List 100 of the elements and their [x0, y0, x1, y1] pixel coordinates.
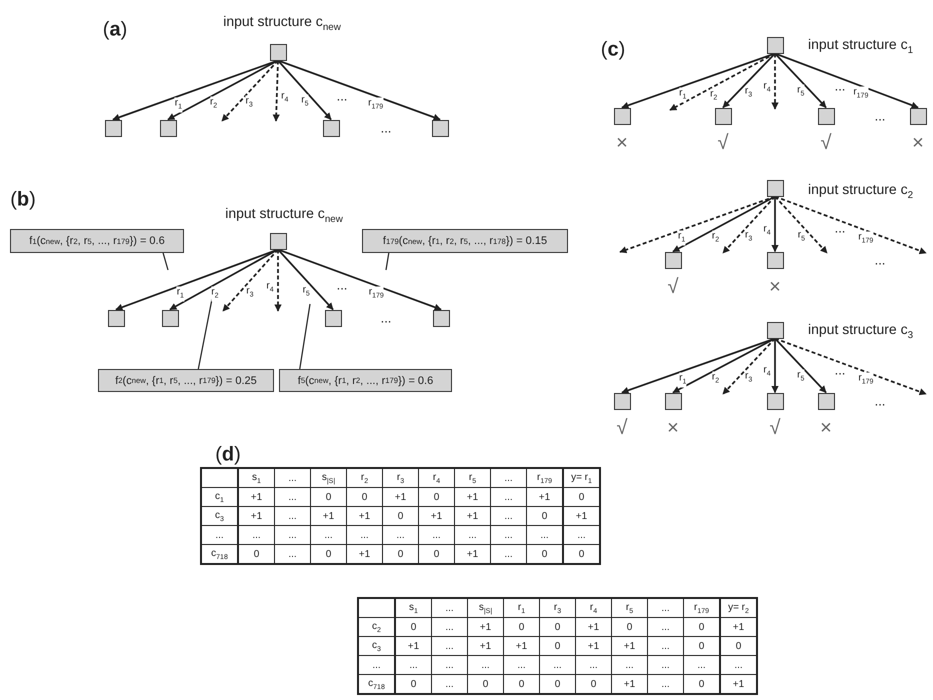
table-cell: 0: [382, 506, 418, 526]
leader-line: [162, 252, 169, 270]
table-cell: +1: [468, 636, 504, 656]
arrow: [722, 52, 776, 108]
result-mark: √: [616, 418, 628, 438]
ellipsis: ...: [874, 252, 886, 268]
table-cell: ...: [490, 468, 526, 488]
arrow: [672, 338, 776, 394]
arrow: [774, 196, 828, 254]
table-cell: ...: [648, 656, 684, 674]
table-cell: r$_{5}$: [454, 468, 490, 488]
table-cell: s$_{|S|}$: [468, 598, 504, 618]
result-mark: √: [820, 132, 832, 152]
arrow: [774, 338, 927, 396]
table-cell: 0: [540, 618, 576, 636]
arrow: [221, 60, 279, 122]
arrow: [774, 338, 827, 394]
ellipsis: ...: [834, 362, 846, 378]
ellipsis: ...: [874, 108, 886, 124]
result-mark: ×: [911, 132, 925, 152]
result-mark: √: [768, 418, 782, 438]
table-cell: r$_{3}$: [382, 468, 418, 488]
table-cell: ...: [274, 488, 310, 506]
table-cell: s$_{1}$: [395, 598, 432, 618]
table-cell: +1: [576, 636, 612, 656]
table-cell: ...: [490, 526, 526, 544]
table-cell: +1: [504, 636, 540, 656]
ellipsis: ...: [336, 278, 348, 292]
table-cell: 0: [720, 636, 757, 656]
leader-line: [299, 304, 311, 370]
table-cell: r$_{4}$: [576, 598, 612, 618]
table-cell: ...: [540, 656, 576, 674]
table-cell: ...: [358, 656, 395, 674]
node-heading: input structure c$_{1}$: [808, 36, 914, 56]
arrow: [771, 196, 779, 252]
ellipsis: ...: [380, 310, 392, 326]
node-heading: input structure c$_{2}$: [808, 181, 914, 201]
result-mark: √: [666, 276, 680, 296]
table-cell: r$_{4}$: [418, 468, 454, 488]
table-cell: +1: [720, 674, 757, 694]
table-cell: s$_{|S|}$: [310, 468, 346, 488]
arrow: [774, 52, 827, 108]
table-cell: 0: [612, 618, 648, 636]
ellipsis: ...: [834, 220, 846, 236]
table-cell: +1: [395, 636, 432, 656]
table-cell: r$_{5}$: [612, 598, 648, 618]
table-cell: ...: [504, 656, 540, 674]
table-cell: ...: [382, 526, 418, 544]
table-cell: ...: [648, 618, 684, 636]
table-cell: +1: [576, 618, 612, 636]
table-cell: 0: [310, 488, 346, 506]
table-cell: +1: [454, 488, 490, 506]
table-cell: ...: [310, 526, 346, 544]
arrow: [722, 196, 776, 254]
table-cell: ...: [563, 526, 600, 544]
panel-label: (a): [102, 18, 128, 42]
edge-label: r$_{1}$: [678, 230, 686, 246]
table-cell: ...: [418, 526, 454, 544]
table-cell: +1: [720, 618, 757, 636]
arrow: [774, 196, 927, 254]
table-cell: c$_{718}$: [201, 544, 238, 564]
table-cell: +1: [238, 506, 274, 526]
table-cell: ...: [274, 506, 310, 526]
table-cell: 0: [346, 488, 382, 506]
table-cell: 0: [563, 488, 600, 506]
edge-label: r$_{1}$: [176, 286, 184, 302]
table-cell: 0: [540, 636, 576, 656]
arrow: [272, 60, 280, 122]
table-cell: +1: [468, 618, 504, 636]
table-cell: +1: [382, 488, 418, 506]
table-cell: ...: [490, 488, 526, 506]
ellipsis: ...: [874, 394, 886, 408]
table-cell: 0: [418, 488, 454, 506]
table-cell: +1: [612, 636, 648, 656]
table-cell: +1: [454, 506, 490, 526]
table-cell: ...: [648, 598, 684, 618]
table-cell: y= r$_{1}$: [563, 468, 600, 488]
table-cell: ...: [648, 636, 684, 656]
edge-label: r$_{1}$: [174, 97, 182, 112]
result-mark: √: [716, 132, 730, 152]
arrow: [277, 248, 334, 310]
arrow: [167, 60, 278, 120]
table-cell: ...: [432, 636, 468, 656]
table-cell: ...: [454, 526, 490, 544]
table-cell: ...: [576, 656, 612, 674]
table-cell: r$_{3}$: [540, 598, 576, 618]
edge-label: r$_{1}$: [679, 87, 686, 102]
table-cell: 0: [395, 618, 432, 636]
table-cell: y= r$_{2}$: [720, 598, 757, 618]
table-cell: c$_{1}$: [201, 488, 238, 506]
table-cell: c$_{718}$: [358, 674, 395, 694]
table-cell: ...: [612, 656, 648, 674]
leader-line: [198, 298, 213, 370]
table-cell: ...: [432, 656, 468, 674]
arrow: [774, 52, 919, 109]
table-cell: r$_{2}$: [346, 468, 382, 488]
node-heading: input structure c$_{3}$: [808, 321, 914, 341]
table-cell: +1: [418, 506, 454, 526]
table-cell: ...: [346, 526, 382, 544]
arrow: [274, 250, 282, 312]
